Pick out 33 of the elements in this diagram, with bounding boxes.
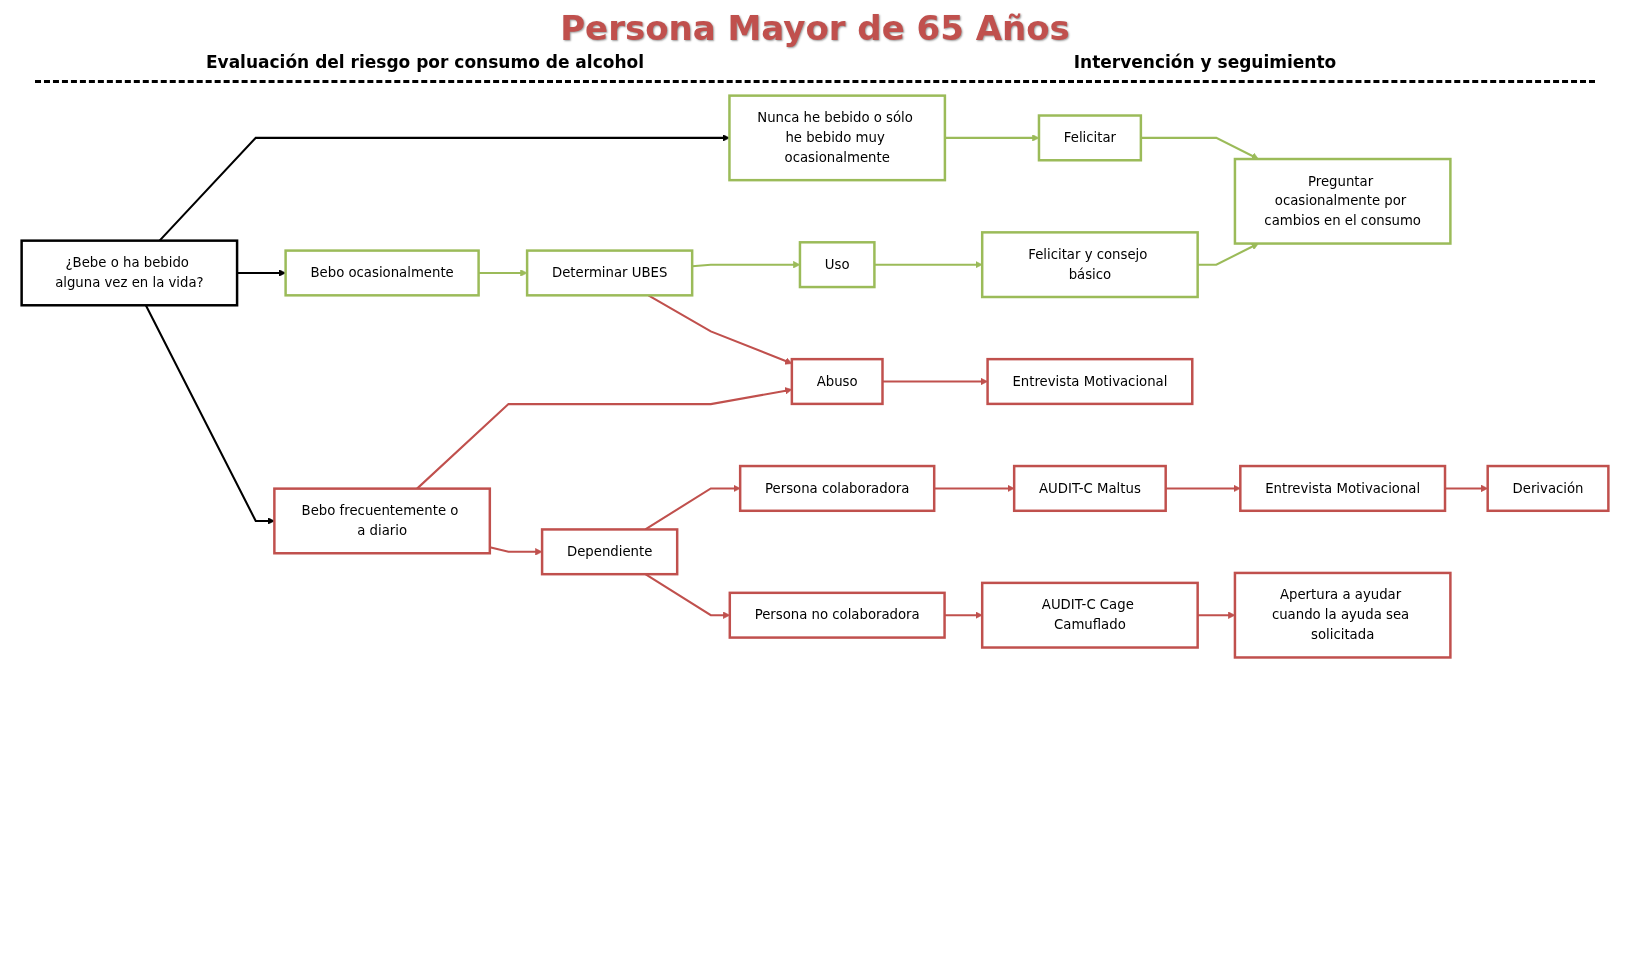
node-box: Entrevista Motivacional [1239, 464, 1447, 513]
arrow [237, 269, 286, 277]
node-box: Determinar UBES [525, 249, 694, 297]
node-box: ¿Bebe o ha bebido alguna vez en la vida? [20, 239, 239, 307]
arrow [1165, 484, 1241, 493]
node-box: Bebo frecuentemente o a diario [273, 487, 492, 555]
arrow [489, 546, 543, 556]
node-box: Entrevista Motivacional [986, 357, 1194, 406]
node-box: Derivación [1486, 464, 1610, 513]
arrow [874, 261, 983, 269]
node-box: Bebo ocasionalmente [284, 249, 480, 297]
node-box: Nunca he bebido o sólo he bebido muy ocasionalmente [728, 94, 947, 182]
node-box: AUDIT-C Cage Camuflado [980, 581, 1199, 649]
arrow [944, 611, 983, 619]
diagram-title: Persona Mayor de 65 Años [560, 8, 1070, 48]
node-box: Abuso [790, 357, 884, 406]
node-box: Apertura a ayudar cuando la ayuda sea solicitada [1233, 571, 1452, 659]
node-box: Preguntar ocasionalmente por cambios en el consumo [1233, 157, 1452, 245]
node-box: Dependiente [540, 528, 679, 576]
node-box: Uso [798, 241, 876, 289]
arrow [1445, 484, 1488, 493]
arrow [478, 269, 528, 277]
section-heading: Intervención y seguimiento [1073, 52, 1337, 72]
arrow [882, 377, 988, 386]
arrow [1197, 243, 1259, 266]
node-box: Felicitar y consejo básico [980, 231, 1199, 299]
section-heading: Evaluación del riesgo por consumo de alcohol [205, 52, 645, 72]
node-box: Persona colaboradora [738, 464, 936, 513]
node-box: AUDIT-C Maltus [1012, 464, 1167, 513]
arrow [934, 484, 1015, 493]
node-box: Felicitar [1037, 114, 1143, 162]
node-box: Persona no colaboradora [728, 591, 946, 639]
arrow [1140, 136, 1259, 160]
